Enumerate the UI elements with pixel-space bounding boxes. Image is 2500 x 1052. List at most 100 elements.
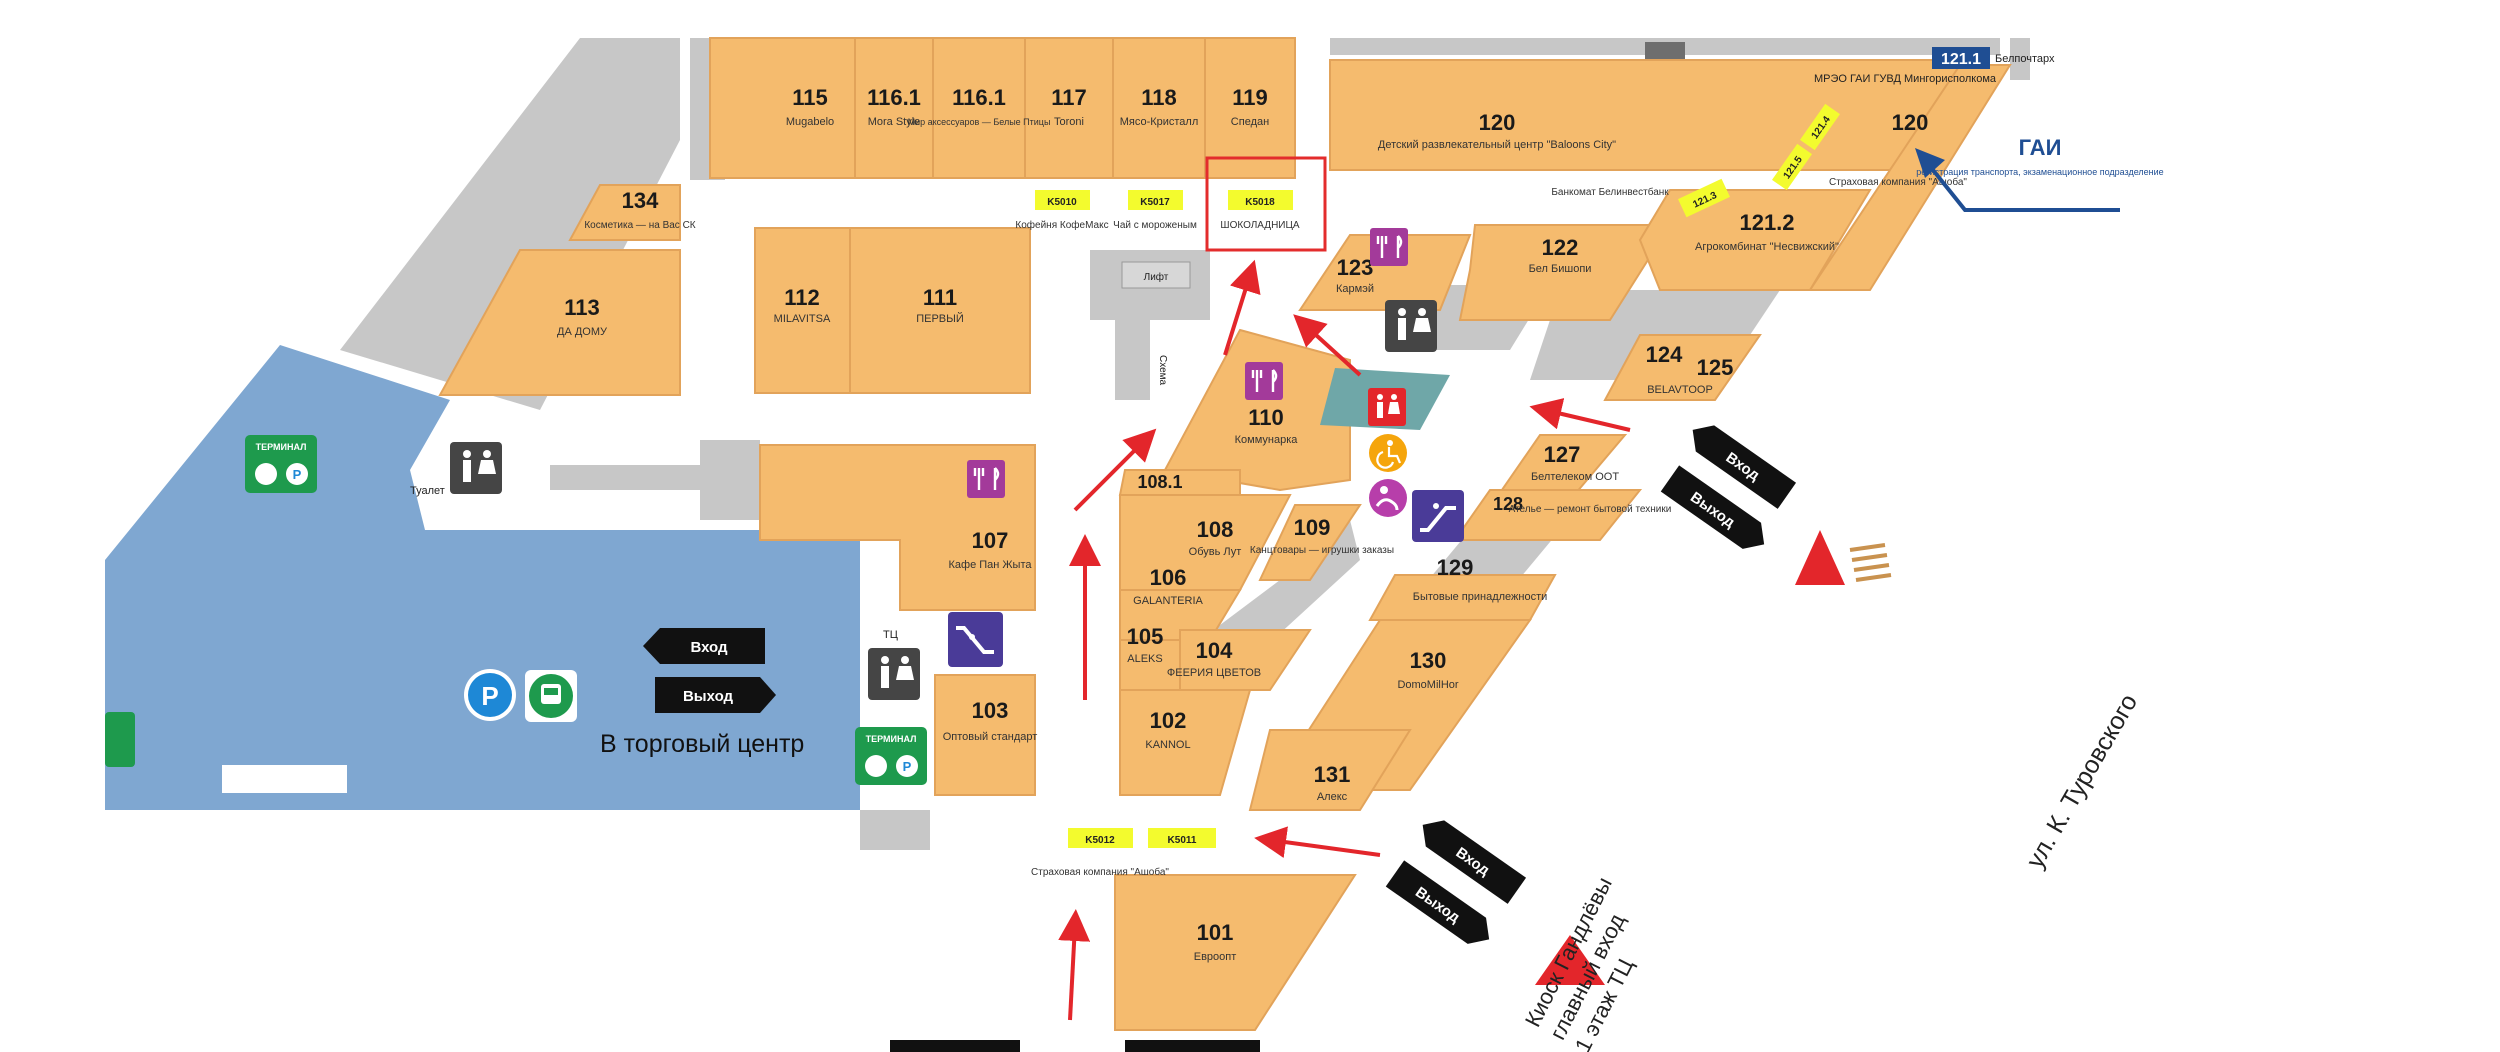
shop-134-number: 134 [622,188,659,213]
highlighted-kiosk-frame [1205,156,1327,252]
toilet-icon [1368,388,1406,426]
shop-101-name: Евроопт [1194,951,1237,963]
fork-knife-icon [1370,228,1408,266]
kiosk-k5010 [1035,190,1090,210]
fork-knife-icon [1245,362,1283,400]
shop-123-number: 123 [1337,255,1374,280]
shop-121-1-name: Белпочтарх [1995,53,2055,65]
kiosk-k5018-label: ШОКОЛАДНИЦА [1220,220,1299,231]
shop-129-number: 129 [1437,555,1474,580]
shop-120-name: Детский развлекательный центр "Baloons C… [1378,139,1616,151]
kiosk-k5017 [1128,190,1183,210]
shop-112-name: MILAVITSA [774,313,831,325]
shop-102-number: 102 [1150,708,1187,733]
shop-121-1-number: 121.1 [1941,51,1981,68]
shop-121-2-name: Агрокомбинат "Несвижский" [1695,241,1839,253]
shop-108-number: 108 [1197,517,1234,542]
shop-119-number: 119 [1232,85,1268,110]
shop-107-name: Кафе Пан Жыта [949,559,1033,571]
stripes-icon [1849,543,1892,582]
shop-108-name: Обувь Лут [1189,546,1242,558]
fork-knife-icon [967,460,1005,498]
red-triangle-icon [1795,530,1845,585]
kiosk-k5011-code: K5011 [1168,835,1197,846]
shop-130-name: DomoMilHor [1397,679,1458,691]
shop-107-number: 107 [972,528,1009,553]
shop-116-1-number: 116.1 [867,85,921,110]
kiosk-121-3 [1678,178,1730,218]
lift-stairs: Лифт Схема [1121,261,1191,386]
shop-109-number: 109 [1294,515,1331,540]
shop-120-number: 120 [1479,110,1516,135]
shop-112-number: 112 [784,285,820,310]
terminal-badge-1: ТЕРМИНАЛ P [245,435,317,493]
wc-accessible-icon [1368,388,1406,426]
shop-123-name: Кармэй [1336,283,1374,295]
terminal-badge-2: ТЕРМИНАЛ P [855,727,927,785]
mreo-label: МРЭО ГАИ ГУВД Мингорисполкома [1814,73,1997,85]
shop-122-name: Бел Бишопи [1529,263,1592,275]
shop-106-number: 106 [1150,565,1187,590]
shop-116-1b-number: 116.1 [952,85,1006,110]
triangles [1535,530,1892,985]
gai-subtitle: регистрация транспорта, экзаменационное … [1916,167,2163,177]
food-icon-2 [1245,362,1283,400]
shop-131-number: 131 [1314,762,1351,787]
shop-117-name: Toroni [1054,116,1084,128]
entrance-signs: Вход Выход Вход Выход Вход Выход [643,425,1797,1052]
shop-116-1b-name: Мир аксессуаров — Белые Птицы [908,117,1051,127]
terminal-badge-edge [105,712,135,767]
shop-111-name: ПЕРВЫЙ [916,312,964,325]
shop-129-name: Бытовые принадлежности [1413,591,1548,603]
route-arrow [1073,428,1157,512]
kiosk-k5012 [1068,828,1133,848]
shop-115-number: 115 [792,85,828,110]
kiosk-k5012-label: Страховая компания "Ашоба" [1031,866,1169,878]
shop-115-name: Mugabelo [786,116,834,128]
baby-room-icon [1369,479,1407,517]
food-icon-3 [967,460,1005,498]
shop-113-name: ДА ДОМУ [557,326,608,338]
shop-111-number: 111 [923,285,957,310]
shop-124-name: BELAVTOOP [1647,384,1713,396]
shop-105-number: 105 [1127,624,1164,649]
route-arrow [1223,259,1261,356]
baby-icon [1369,479,1407,517]
svg-text:P: P [903,759,912,774]
stairs-label: Схема [1157,355,1168,386]
shop-110-name: Коммунарка [1235,434,1299,446]
wc-icon-3 [868,648,920,700]
shop-101-number: 101 [1197,920,1234,945]
shop-110-number: 110 [1248,405,1284,430]
shop-124-number: 124 [1646,342,1683,367]
shop-130-number: 130 [1410,648,1447,673]
entrance-sign-parking: Вход [690,639,728,656]
bottom-rotated-labels: Киоск Гандлёвы главный вход 1 этаж ТЦ [1520,873,1638,1052]
shop-121-1-badge [1932,47,1990,69]
kiosk-k5011 [1148,828,1216,848]
shop-120b-name: Страховая компания "Ашоба" [1829,176,1967,188]
kiosks: K5010 Кофейня КофеМакс K5017 Чай с морож… [1015,103,1840,878]
shop-134-name: Косметика — на Вас СК [584,220,695,231]
gai-title: ГАИ [2019,135,2062,160]
route-arrow [1529,398,1631,432]
kiosk-k5017-code: K5017 [1140,197,1170,208]
toilet-left-label: Туалет [410,485,445,497]
shop-labels: 115 Mugabelo 116.1 Mora Style 116.1 Мир … [557,47,2055,963]
kiosk-121-3-label: Банкомат Белинвестбанк [1551,186,1669,198]
parking-icons: P [464,669,577,722]
shop-128-name: Ателье — ремонт бытовой техники [1509,503,1672,515]
kiosk-k5017-label: Чай с мороженым [1113,220,1197,231]
terminal-label-1: ТЕРМИНАЛ [256,442,307,452]
shop-104-number: 104 [1196,638,1233,663]
shop-127-number: 127 [1544,442,1581,467]
terminal-label-2: ТЕРМИНАЛ [866,734,917,744]
svg-text:P: P [293,467,302,482]
shop-106-name: GALANTERIA [1133,595,1203,607]
svg-text:P: P [481,681,498,711]
street-name: ул. К. Туровского [2021,689,2143,873]
shop-122-number: 122 [1542,235,1579,260]
route-arrow [1058,909,1091,1021]
wc-icon-1 [1385,300,1437,352]
shop-117-number: 117 [1051,85,1087,110]
